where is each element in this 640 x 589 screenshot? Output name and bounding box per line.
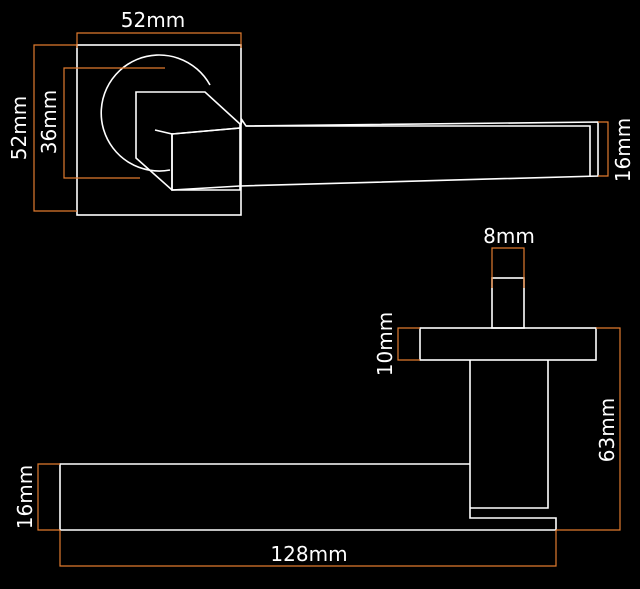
front-dimensions xyxy=(33,32,609,212)
dim-line-lever-front xyxy=(598,121,609,177)
label-spindle: 8mm xyxy=(483,224,535,248)
label-lever-length: 128mm xyxy=(270,542,347,566)
dim-line-inner-rose xyxy=(63,67,165,179)
label-rose-height: 52mm xyxy=(7,96,31,160)
label-lever-side: 16mm xyxy=(13,465,37,529)
label-rose-width: 52mm xyxy=(121,8,185,32)
side-dimensions xyxy=(37,247,621,567)
side-view xyxy=(59,277,597,531)
dim-line-projection xyxy=(556,327,621,531)
side-neck xyxy=(59,360,557,531)
dim-line-spindle xyxy=(491,247,525,288)
dim-line-rose-width xyxy=(76,32,242,48)
side-rose-plate xyxy=(419,327,597,361)
side-spindle xyxy=(491,277,525,329)
dim-line-rose-depth xyxy=(397,327,420,361)
label-inner-rose: 36mm xyxy=(37,90,61,154)
front-lever-arm xyxy=(171,118,599,191)
front-lever-neck xyxy=(135,91,241,191)
label-lever-front: 16mm xyxy=(611,118,635,182)
front-view xyxy=(76,44,599,216)
front-neck-edge xyxy=(154,129,173,190)
dim-line-lever-length xyxy=(59,530,557,567)
front-lever-arm-edge xyxy=(246,125,591,176)
front-rose-square xyxy=(76,44,242,216)
label-projection: 63mm xyxy=(595,398,619,462)
front-rose-circle xyxy=(100,54,211,172)
dim-line-rose-height xyxy=(33,44,77,212)
side-neck-right xyxy=(470,360,549,509)
label-rose-depth: 10mm xyxy=(373,312,397,376)
dim-line-lever-side xyxy=(37,463,60,531)
